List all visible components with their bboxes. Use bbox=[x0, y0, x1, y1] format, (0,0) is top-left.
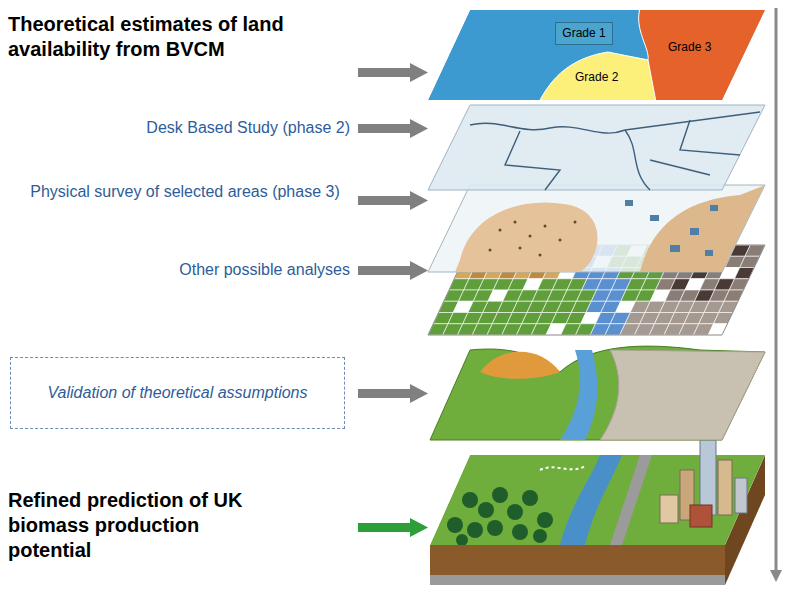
grade-box: Grade 1 bbox=[555, 22, 613, 45]
layer-label: Desk Based Study (phase 2) bbox=[20, 118, 350, 138]
result-label: Refined prediction of UK biomass product… bbox=[8, 488, 278, 563]
grade-label: Grade 2 bbox=[575, 70, 618, 85]
box-text: Grade 1 bbox=[562, 26, 605, 41]
dashed-box: Validation of theoretical assumptions bbox=[10, 357, 345, 429]
layer-label: Theoretical estimates of land availabili… bbox=[8, 12, 353, 62]
landscape-block bbox=[430, 440, 765, 585]
layer-label: Other possible analyses bbox=[20, 260, 350, 280]
survey-layer bbox=[428, 185, 765, 272]
terrain-layer bbox=[430, 346, 765, 440]
desk-study-layer bbox=[428, 105, 765, 190]
layer-label: Physical survey of selected areas (phase… bbox=[20, 182, 350, 202]
pointer-arrows bbox=[358, 63, 428, 537]
land-grade-map bbox=[428, 8, 789, 102]
box-text: Validation of theoretical assumptions bbox=[48, 383, 308, 403]
city-buildings bbox=[660, 440, 747, 527]
grade-label: Grade 3 bbox=[668, 40, 711, 55]
process-bar bbox=[770, 8, 782, 582]
